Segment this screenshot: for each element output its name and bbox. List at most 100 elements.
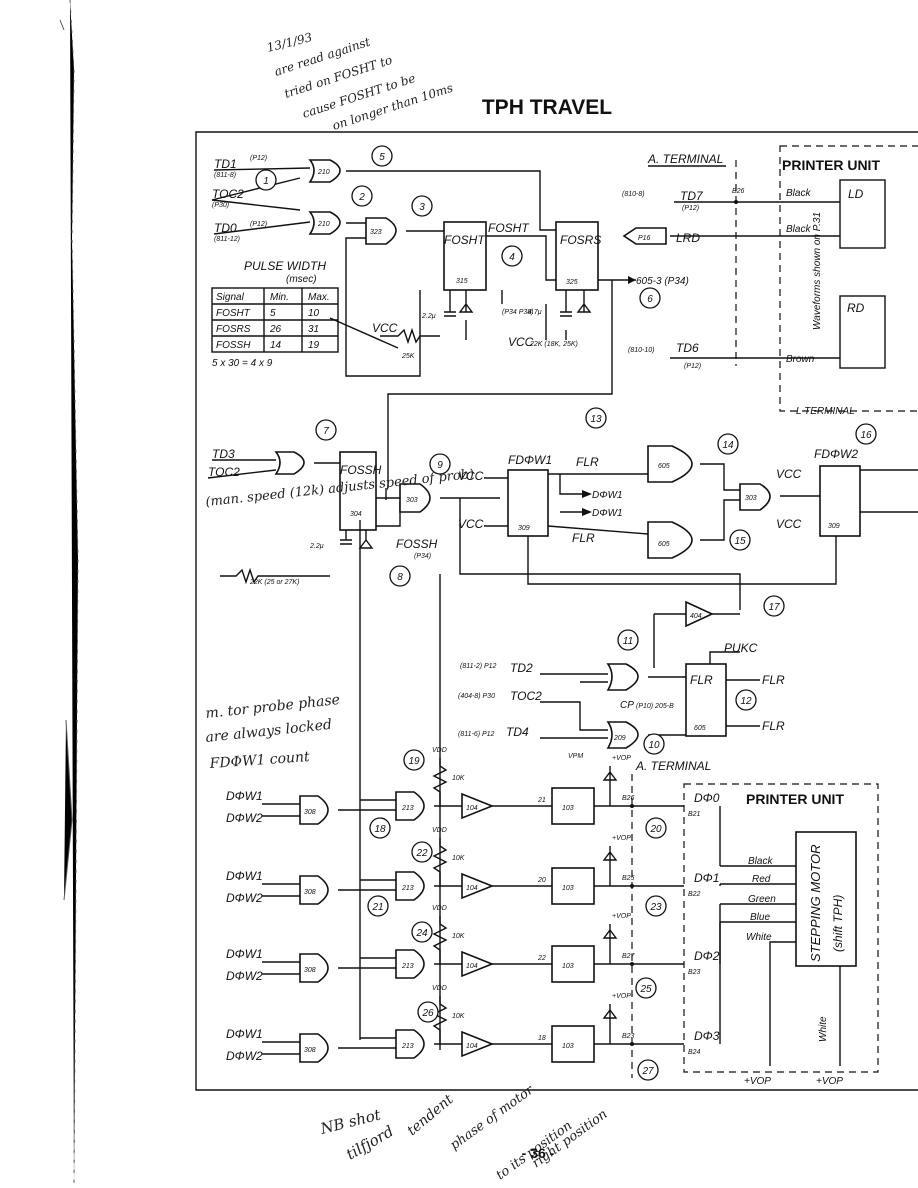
- svg-text:315: 315: [456, 278, 468, 285]
- svg-text:B24: B24: [688, 1049, 701, 1056]
- svg-text:(P12): (P12): [250, 155, 267, 162]
- gate-605-b: [647, 521, 693, 559]
- page-number: - 36 -: [522, 1145, 555, 1161]
- callout-marker: 27: [637, 1059, 659, 1081]
- driver-103: [551, 787, 595, 825]
- pulse-table-cell: 10: [308, 308, 320, 319]
- vcc-label-4: VCC: [458, 517, 484, 531]
- svg-text:21: 21: [371, 902, 383, 913]
- stepping-motor: [795, 831, 857, 967]
- svg-text:213: 213: [401, 963, 414, 970]
- svg-text:B26: B26: [732, 188, 745, 195]
- wire-red: Red: [752, 874, 771, 885]
- flr-out: FLR: [762, 673, 785, 687]
- fossh-out-label: FOSSH: [396, 537, 438, 551]
- pulse-table-cell: 5: [270, 308, 276, 319]
- scan-edge-marks: [59, 0, 79, 1188]
- svg-text:308: 308: [304, 967, 316, 974]
- svg-text:13: 13: [590, 414, 602, 425]
- gate-308: [299, 953, 329, 983]
- flr-block-label: FLR: [690, 673, 713, 687]
- buffer-104: [461, 872, 495, 900]
- rd-switch: [839, 295, 886, 369]
- signal-dow1-bar: DΦW1: [592, 490, 623, 501]
- svg-text:(msec): (msec): [286, 274, 317, 285]
- svg-text:19: 19: [408, 756, 420, 767]
- svg-text:are always locked: are always locked: [205, 717, 333, 746]
- diagram-frame: [195, 131, 918, 1091]
- svg-text:303: 303: [406, 497, 418, 504]
- svg-text:22: 22: [415, 848, 428, 859]
- stepping-motor-label: STEPPING MOTOR: [808, 845, 823, 963]
- svg-text:(P12): (P12): [684, 363, 701, 370]
- callout-marker: 10: [643, 733, 665, 755]
- gate-605-a: [647, 445, 693, 483]
- svg-text:20: 20: [537, 877, 546, 884]
- svg-text:(810-8): (810-8): [622, 191, 645, 198]
- svg-text:P16: P16: [638, 235, 651, 242]
- gate-308: [299, 875, 329, 905]
- gate-213: [395, 791, 425, 821]
- phase-label: DΦ2: [694, 949, 720, 963]
- svg-text:213: 213: [401, 885, 414, 892]
- svg-text:(811-12): (811-12): [214, 236, 240, 243]
- flr-label-2: FLR: [572, 531, 595, 545]
- signal-td6: TD6: [676, 341, 699, 355]
- rd-label: RD: [847, 301, 865, 315]
- callout-marker: 1: [255, 169, 277, 191]
- svg-text:13/1/93: 13/1/93: [265, 30, 314, 55]
- svg-text:FOSHT: FOSHT: [488, 221, 530, 235]
- gate-303-a: [399, 483, 431, 513]
- ic-325-fosrs: [555, 221, 599, 291]
- pulse-width-title: PULSE WIDTH: [244, 259, 326, 273]
- vop-label: +VOP: [612, 993, 631, 1000]
- pulse-table-cell: 26: [269, 324, 282, 335]
- svg-text:25: 25: [639, 984, 652, 995]
- callout-marker: 16: [855, 423, 877, 445]
- svg-text:22K (18K, 25K): 22K (18K, 25K): [529, 341, 578, 348]
- svg-text:104: 104: [466, 885, 478, 892]
- svg-text:304: 304: [350, 511, 362, 518]
- phase-input-b: DΦW2: [226, 891, 263, 905]
- callout-marker: 22: [411, 841, 433, 863]
- handwritten-notes-top: 13/1/93 are read against tried on FOSHT …: [265, 30, 454, 133]
- printer-unit-top-box: [779, 145, 918, 412]
- svg-text:104: 104: [466, 1043, 478, 1050]
- vpm-label: VPM: [568, 753, 583, 760]
- pulse-table-cell: FOSSH: [216, 340, 251, 351]
- pulse-table-cell: 14: [270, 340, 282, 351]
- svg-text:308: 308: [304, 889, 316, 896]
- flr-label-1: FLR: [576, 455, 599, 469]
- svg-text:309: 309: [518, 525, 530, 532]
- callout-marker: 4: [501, 245, 523, 267]
- phase-label: DΦ1: [694, 871, 719, 885]
- svg-text:18: 18: [538, 1035, 546, 1042]
- lrd-port: [622, 227, 667, 245]
- a-terminal-top-label: A. TERMINAL: [647, 152, 723, 166]
- svg-text:22K (25 or 27K): 22K (25 or 27K): [249, 579, 299, 586]
- gate-323: [365, 217, 397, 245]
- gate-308: [299, 795, 329, 825]
- signal-dow1: DΦW1: [592, 508, 623, 519]
- signal-pukc: PUKC: [724, 641, 758, 655]
- callout-marker: 13: [585, 407, 607, 429]
- a-terminal-bottom-label: A. TERMINAL: [635, 759, 711, 773]
- svg-text:4.7μ: 4.7μ: [528, 309, 542, 316]
- callout-marker: 18: [369, 817, 391, 839]
- phase-input-b: DΦW2: [226, 1049, 263, 1063]
- svg-text:8: 8: [397, 572, 403, 583]
- svg-text:210: 210: [317, 169, 330, 176]
- svg-text:210: 210: [317, 221, 330, 228]
- signal-td1: TD1: [214, 157, 237, 171]
- svg-text:25K: 25K: [401, 353, 415, 360]
- svg-text:309: 309: [828, 523, 840, 530]
- svg-text:605: 605: [658, 463, 670, 470]
- stepping-motor-sub: (shift TPH): [831, 895, 845, 952]
- svg-text:18: 18: [374, 824, 386, 835]
- svg-text:605: 605: [658, 541, 670, 548]
- signal-toc2-c: TOC2: [510, 689, 542, 703]
- svg-text:(P34): (P34): [414, 553, 431, 560]
- driver-103: [551, 945, 595, 983]
- gate-210-c: [274, 451, 305, 475]
